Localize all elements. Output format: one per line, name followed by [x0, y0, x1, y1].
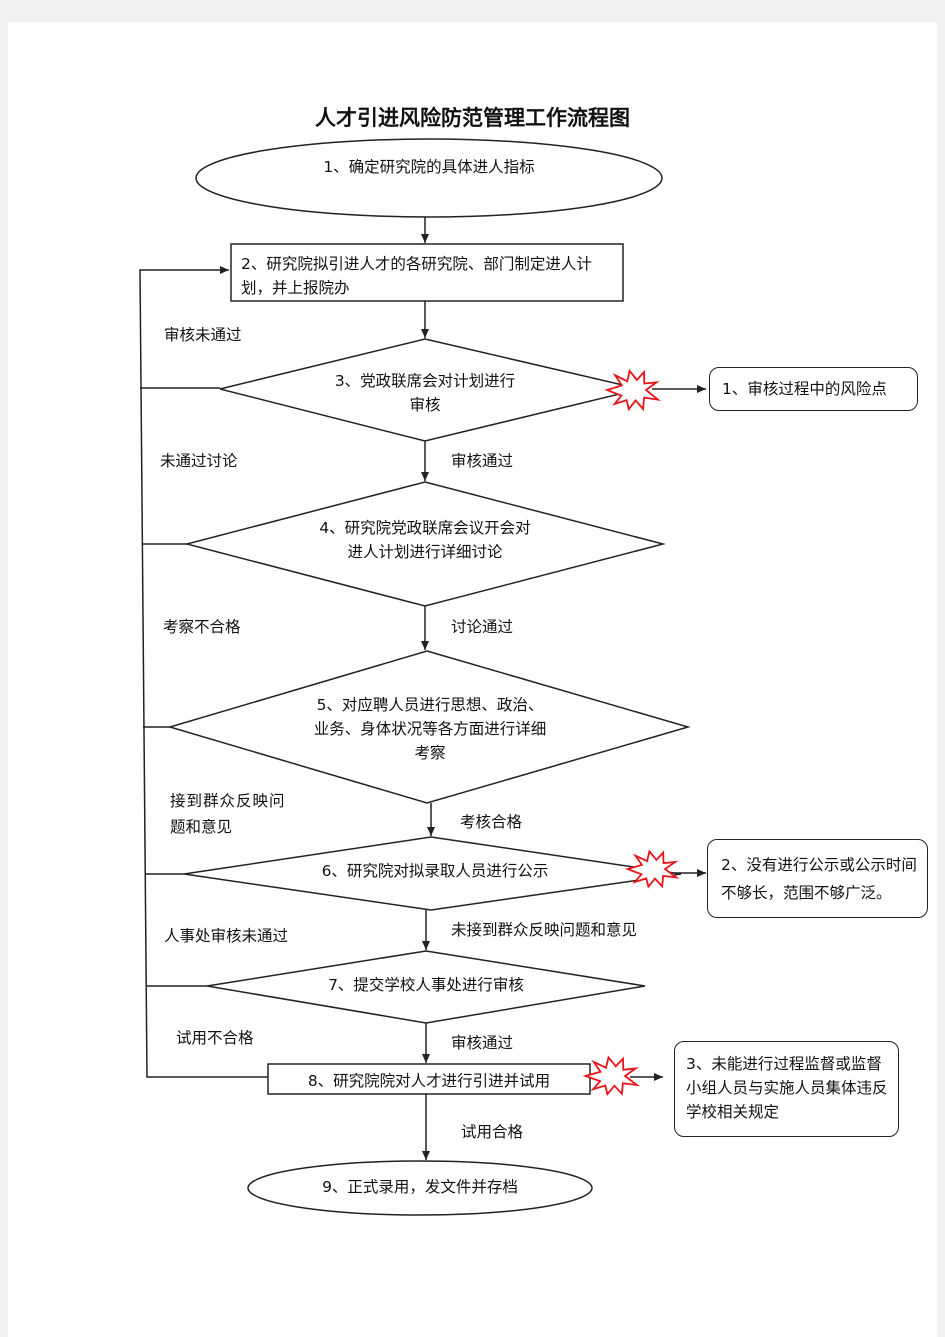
risk-text-3: 3、未能进行过程监督或监督小组人员与实施人员集体违反学校相关规定 — [686, 1055, 888, 1121]
step5-text-line2: 业务、身体状况等各方面进行详细 — [313, 720, 547, 738]
risk-starburst-icon-1 — [604, 368, 662, 412]
risk-text-2: 2、没有进行公示或公示时间不够长，范围不够广泛。 — [721, 856, 917, 902]
risk-starburst-icon-2 — [624, 849, 680, 889]
pass-label-4: 讨论通过 — [451, 618, 514, 636]
fail-label-7: 人事处审核未通过 — [164, 927, 289, 945]
step7-text: 7、提交学校人事处进行审核 — [328, 976, 524, 994]
step6-text: 6、研究院对拟录取人员进行公示 — [321, 862, 549, 880]
step4-text-line1: 4、研究院党政联席会议开会对 — [319, 519, 531, 537]
pass-label-8: 试用合格 — [461, 1123, 524, 1141]
step3-text-line2: 审核 — [409, 396, 441, 414]
fail-label-3: 审核未通过 — [164, 326, 242, 344]
page-title: 人才引进风险防范管理工作流程图 — [315, 105, 630, 130]
step5-text-line1: 5、对应聘人员进行思想、政治、 — [316, 696, 544, 714]
pass-label-5: 考核合格 — [460, 813, 523, 831]
fail-label-6-line1: 接到群众反映问 — [170, 792, 286, 810]
fail-label-5: 考察不合格 — [163, 618, 241, 636]
step9-text: 9、正式录用，发文件并存档 — [322, 1178, 518, 1196]
risk-starburst-icon-3 — [582, 1055, 641, 1097]
fail-label-4: 未通过讨论 — [160, 452, 238, 470]
risk-text-1: 1、审核过程中的风险点 — [722, 380, 887, 398]
feedback-line-main — [139, 266, 268, 1078]
step1-ellipse — [195, 138, 663, 218]
pass-label-6: 未接到群众反映问题和意见 — [451, 921, 638, 939]
step2-rect — [230, 243, 624, 302]
step8-rect — [267, 1063, 591, 1095]
step5-text-line3: 考察 — [414, 744, 446, 762]
risk-box-2: 2、没有进行公示或公示时间不够长，范围不够广泛。 — [707, 839, 928, 918]
step3-text-line1: 3、党政联席会对计划进行 — [334, 372, 516, 390]
step9-ellipse — [247, 1160, 593, 1216]
step1-text: 1、确定研究院的具体进人指标 — [323, 158, 535, 176]
step4-text-line2: 进人计划进行详细讨论 — [347, 543, 503, 561]
risk-box-3: 3、未能进行过程监督或监督小组人员与实施人员集体违反学校相关规定 — [674, 1041, 899, 1137]
pass-label-3: 审核通过 — [451, 452, 514, 470]
step8-text: 8、研究院院对人才进行引进并试用 — [307, 1072, 551, 1090]
fail-label-8: 试用不合格 — [176, 1029, 254, 1047]
fail-label-6-line2: 题和意见 — [170, 818, 233, 836]
step2-text: 2、研究院拟引进人才的各研究院、部门制定进人计划，并上报院办 — [241, 255, 592, 297]
risk-box-1: 1、审核过程中的风险点 — [709, 367, 918, 411]
step6-diamond — [183, 836, 682, 911]
step5-diamond — [167, 650, 691, 804]
pass-label-7: 审核通过 — [451, 1034, 514, 1052]
